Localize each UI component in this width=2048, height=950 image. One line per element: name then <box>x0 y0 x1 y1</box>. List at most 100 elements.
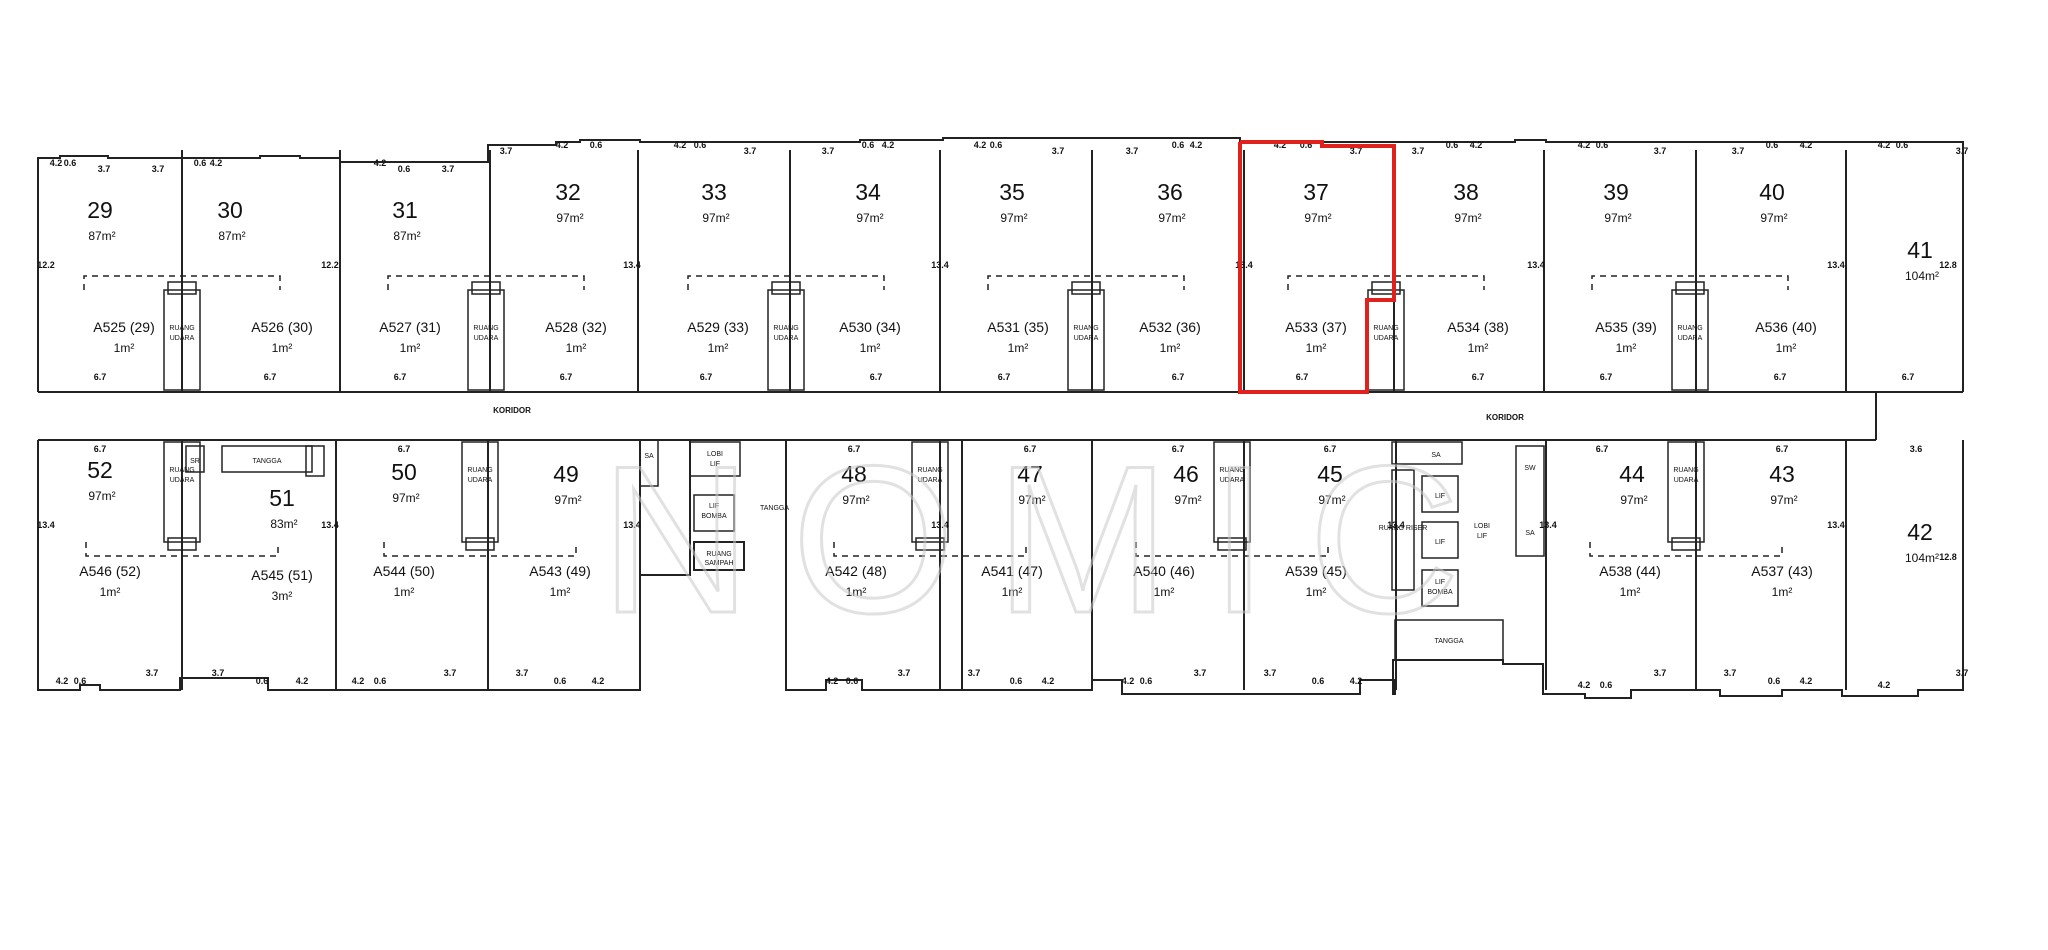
dim-label-7: 0.6 <box>398 164 411 174</box>
lobby-top-box <box>689 441 741 477</box>
dashed-line-bot-2 <box>833 542 1027 557</box>
air-well-label2-top-0: UDARA <box>170 335 195 342</box>
lift-box-0 <box>1421 475 1459 513</box>
bottom-right-outline <box>785 440 1964 699</box>
unit-44-number: 44 <box>1619 461 1645 487</box>
dim-label-53: 6.7 <box>398 444 411 454</box>
lift-bomba-box <box>693 494 735 532</box>
unit-41-area: 104m² <box>1905 269 1939 283</box>
dim-label-75: 13.4 <box>1827 520 1845 530</box>
unit-36-number: 36 <box>1157 179 1183 205</box>
dim-label-8: 3.7 <box>442 164 455 174</box>
dashed-line-bot-4 <box>1589 542 1783 557</box>
unit-47-number: 47 <box>1017 461 1043 487</box>
lift-bomba-label-b: BOMBA <box>701 513 727 520</box>
unit-52-area: 97m² <box>88 489 115 503</box>
unit-52-lot-area: 1m² <box>100 585 121 599</box>
riser-box <box>1391 469 1415 591</box>
sr-box-left <box>185 445 205 473</box>
dim-label-32: 3.7 <box>1654 146 1667 156</box>
dim-label-84: 0.6 <box>374 676 387 686</box>
dim-label-67: 13.4 <box>1827 260 1845 270</box>
air-well-bot-2 <box>911 441 949 543</box>
unit-33-lot: A529 (33) <box>687 319 748 335</box>
air-well-bot-0 <box>163 441 201 543</box>
air-well-cap-top-0 <box>167 281 197 295</box>
air-well-cap-bot-3 <box>1217 537 1247 551</box>
watermark: NOMIC <box>600 422 1500 657</box>
dim-label-86: 3.7 <box>516 668 529 678</box>
lobby-right-a: LOBI <box>1474 523 1490 530</box>
dim-label-94: 4.2 <box>1042 676 1055 686</box>
unit-29-area: 87m² <box>88 229 115 243</box>
sa-box-right <box>1391 441 1463 465</box>
lift-box-1 <box>1421 521 1459 559</box>
lift-bomba-label-a: LIF <box>709 503 719 510</box>
dim-label-12: 4.2 <box>674 140 687 150</box>
air-well-cap-bot-0 <box>167 537 197 551</box>
dashed-line-top-4 <box>1287 275 1485 290</box>
unit-50-area: 97m² <box>392 491 419 505</box>
dim-label-41: 6.7 <box>394 372 407 382</box>
dashed-line-bot-0 <box>85 542 279 557</box>
dim-label-68: 12.8 <box>1939 260 1957 270</box>
air-well-cap-top-4 <box>1371 281 1401 295</box>
air-well-label2-bot-4: UDARA <box>1674 477 1699 484</box>
unit-33-lot-area: 1m² <box>708 341 729 355</box>
dim-label-4: 0.6 <box>194 158 207 168</box>
dim-label-20: 3.7 <box>1052 146 1065 156</box>
dim-label-57: 6.7 <box>1324 444 1337 454</box>
refuse-label-b: SAMPAH <box>704 560 733 567</box>
unit-34-lot-area: 1m² <box>860 341 881 355</box>
unit-48-lot: A542 (48) <box>825 563 886 579</box>
unit-33-area: 97m² <box>702 211 729 225</box>
unit-45-lot-area: 1m² <box>1306 585 1327 599</box>
dim-label-72: 13.4 <box>931 520 949 530</box>
unit-35-area: 97m² <box>1000 211 1027 225</box>
air-well-cap-top-5 <box>1675 281 1705 295</box>
unit-30-lot-area: 1m² <box>272 341 293 355</box>
air-well-label-bot-1: RUANG <box>467 467 492 474</box>
unit-48-lot-area: 1m² <box>846 585 867 599</box>
unit-32-area: 97m² <box>556 211 583 225</box>
dim-label-26: 3.7 <box>1350 146 1363 156</box>
air-well-label2-bot-3: UDARA <box>1220 477 1245 484</box>
stair-label-left: TANGGA <box>252 458 281 465</box>
dashed-line-top-2 <box>687 275 885 290</box>
stair-label-mid: TANGGA <box>760 505 789 512</box>
dim-label-107: 4.2 <box>1878 680 1891 690</box>
dashed-line-bot-1 <box>383 542 577 557</box>
dashed-line-top-3 <box>987 275 1185 290</box>
air-well-label-bot-4: RUANG <box>1673 467 1698 474</box>
unit-50-lot-area: 1m² <box>394 585 415 599</box>
dim-label-104: 3.7 <box>1724 668 1737 678</box>
dim-label-9: 3.7 <box>500 146 513 156</box>
unit-33-number: 33 <box>701 179 727 205</box>
dim-label-27: 3.7 <box>1412 146 1425 156</box>
dim-label-6: 4.2 <box>374 158 387 168</box>
dim-label-23: 4.2 <box>1190 140 1203 150</box>
unit-37-lot: A533 (37) <box>1285 319 1346 335</box>
stair-box-right <box>1394 619 1504 661</box>
dim-label-77: 4.2 <box>56 676 69 686</box>
top-block-outline <box>37 137 1964 392</box>
air-well-cap-top-3 <box>1071 281 1101 295</box>
unit-36-lot-area: 1m² <box>1160 341 1181 355</box>
dim-label-61: 12.2 <box>37 260 55 270</box>
air-well-cap-top-1 <box>471 281 501 295</box>
air-well-cap-bot-1 <box>465 537 495 551</box>
dim-label-78: 0.6 <box>74 676 87 686</box>
air-well-label2-bot-1: UDARA <box>468 477 493 484</box>
dim-label-66: 13.4 <box>1527 260 1545 270</box>
small-box-left <box>305 445 325 477</box>
dim-label-90: 0.6 <box>846 676 859 686</box>
unit-45-area: 97m² <box>1318 493 1345 507</box>
unit-29-number: 29 <box>87 197 113 223</box>
dim-label-73: 13.4 <box>1387 520 1405 530</box>
walls <box>37 137 1964 699</box>
unit-51-lot: A545 (51) <box>251 567 312 583</box>
air-well-bot-3 <box>1213 441 1251 543</box>
dim-label-56: 6.7 <box>1172 444 1185 454</box>
dim-label-13: 0.6 <box>694 140 707 150</box>
